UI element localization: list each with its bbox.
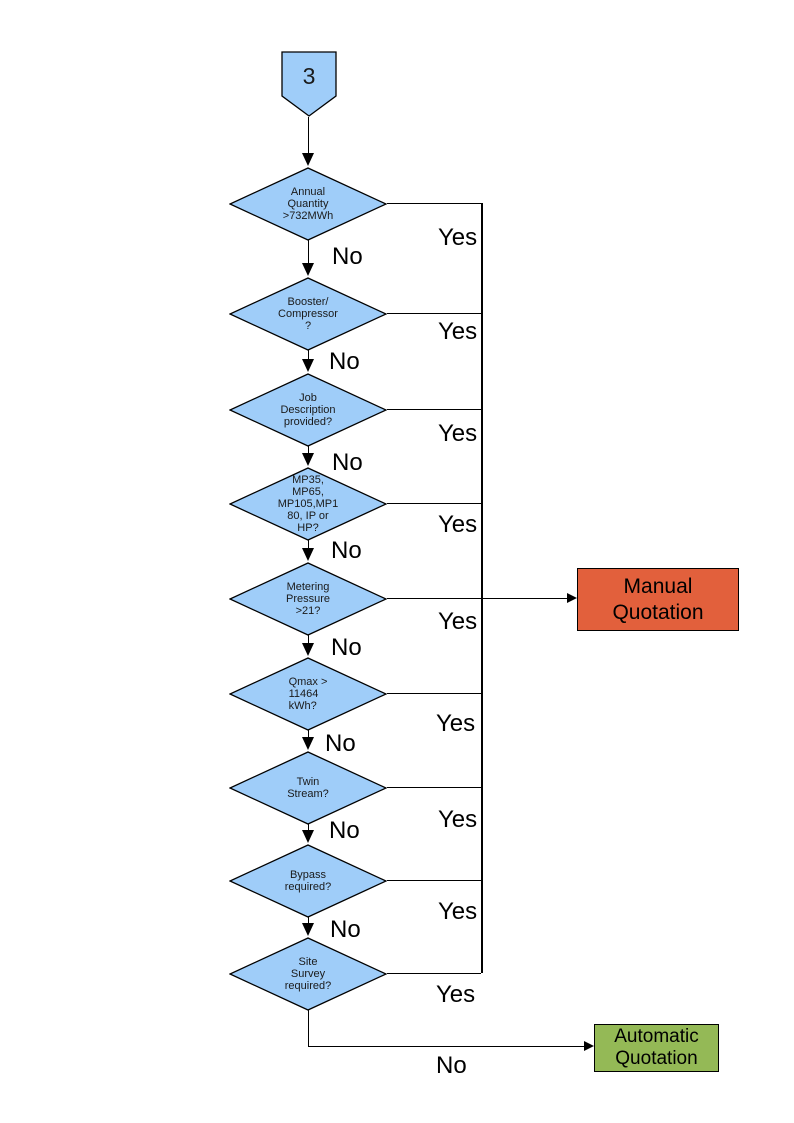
flow-line-d8-d9 [308,916,309,924]
decision-label: Annual Quantity >732MWh [282,186,334,222]
arrowhead-down-icon [302,153,314,166]
no-line-to-automatic [308,1046,585,1047]
flow-line-d6-d7 [308,729,309,738]
flow-line-d3-d4 [308,445,309,454]
yes-line-d2 [387,313,481,314]
decision-label: Bypass required? [284,869,332,893]
flow-line-d7-d8 [308,823,309,831]
arrowhead-down-icon [302,548,314,561]
diamond-shape [229,167,387,241]
manual-quotation-label: Manual Quotation [612,574,704,624]
decision-label: Job Description provided? [280,392,336,428]
decision-annual-quantity: Annual Quantity >732MWh [229,167,387,241]
decision-qmax: Qmax > 11464 kWh? [229,657,387,731]
offpage-connector: 3 [281,51,337,117]
arrowhead-down-icon [302,643,314,656]
decision-site-survey: Site Survey required? [229,937,387,1011]
diamond-shape [229,937,387,1011]
flow-line-d2-d3 [308,349,309,360]
flow-line-d1-d2 [308,239,309,263]
arrowhead-down-icon [302,830,314,843]
automatic-quotation-label: Automatic Quotation [614,1026,699,1069]
flow-line-d4-d5 [308,539,309,549]
decision-bypass: Bypass required? [229,844,387,918]
no-label: No [329,348,360,375]
yes-label: Yes [438,608,478,635]
yes-label: Yes [438,898,478,925]
yes-line-d5-to-manual [387,598,567,599]
decision-label: MP35, MP65, MP105,MP1 80, IP or HP? [277,474,339,534]
yes-label: Yes [438,318,478,345]
yes-line-d4 [387,503,481,504]
decision-job-description: Job Description provided? [229,373,387,447]
decision-label: Site Survey required? [284,956,332,992]
decision-label: Metering Pressure >21? [285,581,331,617]
yes-line-d8 [387,880,481,881]
flow-line-d9-down [308,1009,309,1047]
arrowhead-right-icon [584,1041,594,1051]
diamond-shape [229,844,387,918]
arrowhead-down-icon [302,359,314,372]
no-label: No [331,634,362,661]
no-label: No [331,537,362,564]
yes-label: Yes [438,420,478,447]
yes-label: Yes [438,511,478,538]
flow-line-d5-d6 [308,634,309,644]
yes-line-d9 [387,973,481,974]
no-label: No [332,449,363,476]
yes-line-d7 [387,787,481,788]
yes-label: Yes [438,806,478,833]
yes-label: Yes [438,224,478,251]
diamond-shape [229,657,387,731]
diamond-shape [229,467,387,541]
yes-trunk-line [481,203,483,973]
yes-label: Yes [436,710,476,737]
arrowhead-down-icon [302,453,314,466]
decision-label: Qmax > 11464 kWh? [288,676,328,712]
arrowhead-down-icon [302,923,314,936]
yes-line-d1 [387,203,481,204]
decision-label: Booster/ Compressor ? [278,296,338,332]
manual-quotation-box: Manual Quotation [577,568,739,631]
diamond-shape [229,562,387,636]
yes-line-d3 [387,409,481,410]
yes-label: Yes [436,981,476,1008]
decision-twin-stream: Twin Stream? [229,751,387,825]
arrowhead-down-icon [302,263,314,276]
no-label: No [330,916,361,943]
automatic-quotation-box: Automatic Quotation [594,1024,719,1072]
yes-line-d6 [387,693,481,694]
diamond-shape [229,277,387,351]
diamond-shape [229,751,387,825]
offpage-connector-label: 3 [302,62,316,89]
diamond-shape [229,373,387,447]
flow-line-connector-to-d1 [308,117,309,153]
no-label: No [436,1052,467,1079]
no-label: No [325,730,356,757]
decision-pressure-tier: MP35, MP65, MP105,MP1 80, IP or HP? [229,467,387,541]
arrowhead-right-icon [567,593,577,603]
arrowhead-down-icon [302,737,314,750]
offpage-connector-shape [281,51,337,117]
decision-booster-compressor: Booster/ Compressor ? [229,277,387,351]
no-label: No [329,817,360,844]
decision-label: Twin Stream? [287,776,329,800]
no-label: No [332,243,363,270]
decision-metering-pressure: Metering Pressure >21? [229,562,387,636]
